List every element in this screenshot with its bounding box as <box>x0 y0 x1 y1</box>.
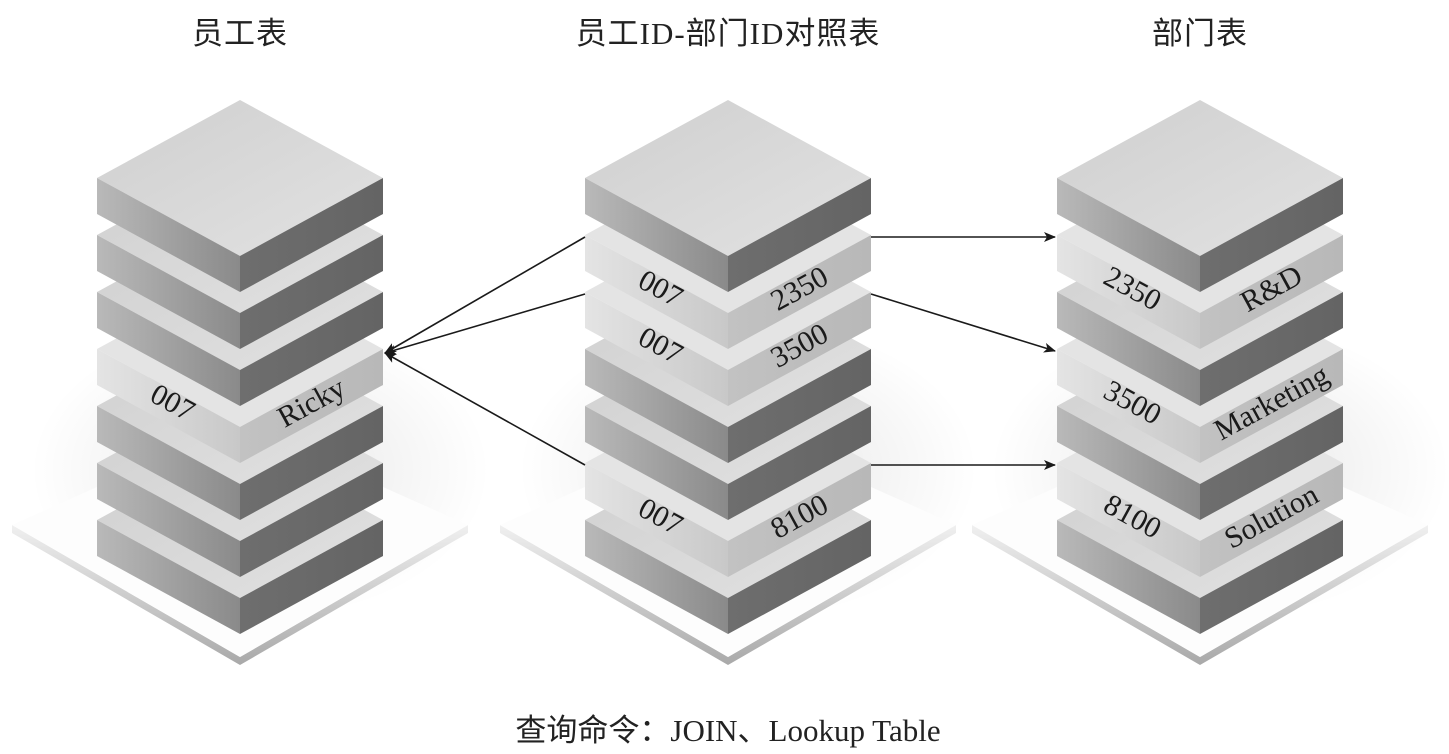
slab-left <box>585 292 728 406</box>
slab-left <box>97 406 240 520</box>
join-arrow <box>870 293 1056 353</box>
slab-left <box>585 349 728 463</box>
join-arrow <box>384 236 586 354</box>
slab-right <box>728 235 871 349</box>
slab-right <box>728 178 871 292</box>
caption: 查询命令：JOIN、Lookup Table <box>515 713 941 748</box>
slab-right <box>240 406 383 520</box>
slab-left <box>1057 292 1200 406</box>
slab-left <box>1057 463 1200 577</box>
join-arrow <box>384 293 586 355</box>
slab <box>585 100 871 292</box>
department-table-title: 部门表 <box>1152 16 1248 51</box>
slab-left <box>585 463 728 577</box>
slab-right <box>728 463 871 577</box>
slab-left <box>585 406 728 520</box>
slab-right <box>1200 235 1343 349</box>
slab-right <box>1200 178 1343 292</box>
slab-left <box>97 292 240 406</box>
slab-left <box>1057 349 1200 463</box>
slab-right <box>1200 406 1343 520</box>
slab-left <box>97 235 240 349</box>
slab-right <box>240 349 383 463</box>
employee-table-title: 员工表 <box>192 16 288 51</box>
slab-left <box>1057 178 1200 292</box>
slab-right <box>1200 463 1343 577</box>
slab-left <box>1057 520 1200 634</box>
slab-left <box>1057 406 1200 520</box>
slab-right <box>240 520 383 634</box>
mapping-table-title: 员工ID-部门ID对照表 <box>575 16 881 51</box>
slab-right <box>728 349 871 463</box>
slab-right <box>728 520 871 634</box>
slab-left <box>585 178 728 292</box>
slab-right <box>240 235 383 349</box>
slab-right <box>240 292 383 406</box>
slab-left <box>97 349 240 463</box>
slab-left <box>585 520 728 634</box>
slab-left <box>97 463 240 577</box>
slab <box>97 100 383 292</box>
slab-left <box>97 178 240 292</box>
join-arrow <box>384 352 586 466</box>
slab <box>1057 100 1343 292</box>
slab-right <box>1200 520 1343 634</box>
slab-right <box>1200 292 1343 406</box>
slab-left <box>97 520 240 634</box>
slab-right <box>1200 349 1343 463</box>
slab-left <box>585 235 728 349</box>
slab-right <box>728 292 871 406</box>
slab-right <box>240 463 383 577</box>
slab-left <box>1057 235 1200 349</box>
slab-right <box>728 406 871 520</box>
slab-right <box>240 178 383 292</box>
